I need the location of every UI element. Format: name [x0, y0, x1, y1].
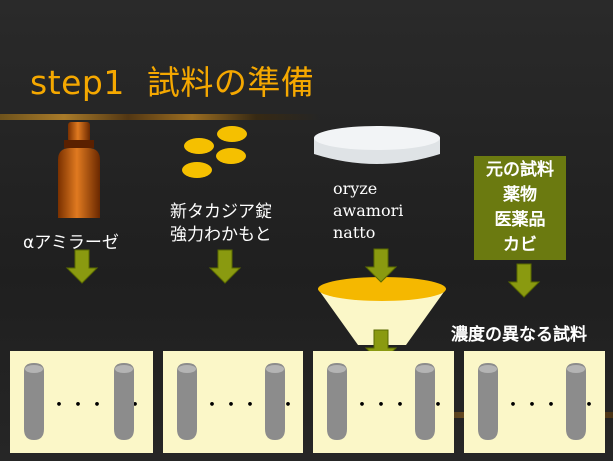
tablets-icon — [182, 126, 247, 178]
tablet-name-2: 強力わかもと — [170, 225, 272, 245]
slide-title: step1 試料の準備 — [30, 56, 314, 104]
mold-label: カビ — [503, 235, 537, 255]
concentration-label: 濃度の異なる試料 — [451, 325, 587, 345]
title-text: 試料の準備 — [146, 63, 315, 102]
original-sample-box: 元の試料 薬物 医薬品 カビ — [474, 156, 566, 260]
sample-panel-1: ・・・・・ — [10, 351, 153, 453]
amylase-label: αアミラーゼ — [23, 233, 119, 253]
pharmaceutical-label: 医薬品 — [494, 210, 546, 230]
original-sample-label: 元の試料 — [486, 160, 554, 180]
arrow-down-icon — [364, 248, 398, 283]
culture-oryze: oryze — [333, 179, 378, 198]
test-tube-icon — [265, 363, 285, 440]
test-tube-icon — [415, 363, 435, 440]
sample-panel-2: ・・・・・ — [163, 351, 303, 453]
culture-natto: natto — [333, 223, 376, 242]
test-tube-icon — [566, 363, 586, 440]
test-tube-icon — [114, 363, 134, 440]
petri-dish-icon — [314, 126, 440, 164]
funnel-icon — [318, 277, 446, 345]
arrow-down-icon — [65, 249, 99, 284]
step-label: step1 — [30, 63, 125, 102]
tablet-name-1: 新タカジア錠 — [170, 202, 272, 222]
arrow-down-icon — [208, 249, 242, 284]
sample-panel-3: ・・・・・ — [313, 351, 454, 453]
sample-panel-4: ・・・・・ — [464, 351, 605, 453]
culture-awamori: awamori — [333, 201, 404, 220]
drug-label: 薬物 — [503, 185, 537, 205]
test-tube-icon — [24, 363, 44, 440]
test-tube-icon — [478, 363, 498, 440]
arrow-down-icon — [507, 263, 541, 298]
test-tube-icon — [177, 363, 197, 440]
bottle-icon — [58, 122, 100, 218]
title-underline — [0, 114, 320, 120]
test-tube-icon — [327, 363, 347, 440]
